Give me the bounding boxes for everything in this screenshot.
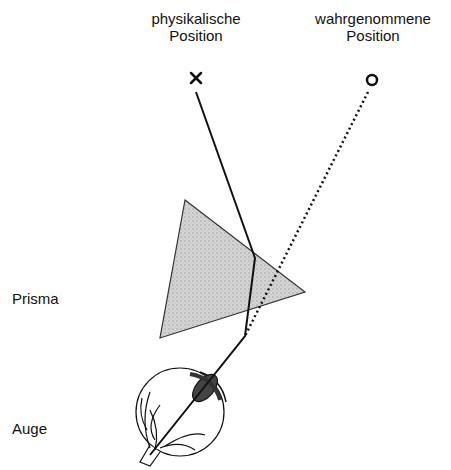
part-label: Prisma (12, 290, 102, 307)
cross-marker (191, 73, 201, 83)
perceived-ray (245, 92, 368, 336)
prism (160, 200, 305, 338)
circle-marker (367, 75, 377, 85)
part-label: Auge (12, 420, 102, 437)
position-label: physikalische Position (136, 10, 256, 44)
light-ray (150, 92, 255, 455)
position-label: wahrgenommene Position (313, 10, 433, 44)
